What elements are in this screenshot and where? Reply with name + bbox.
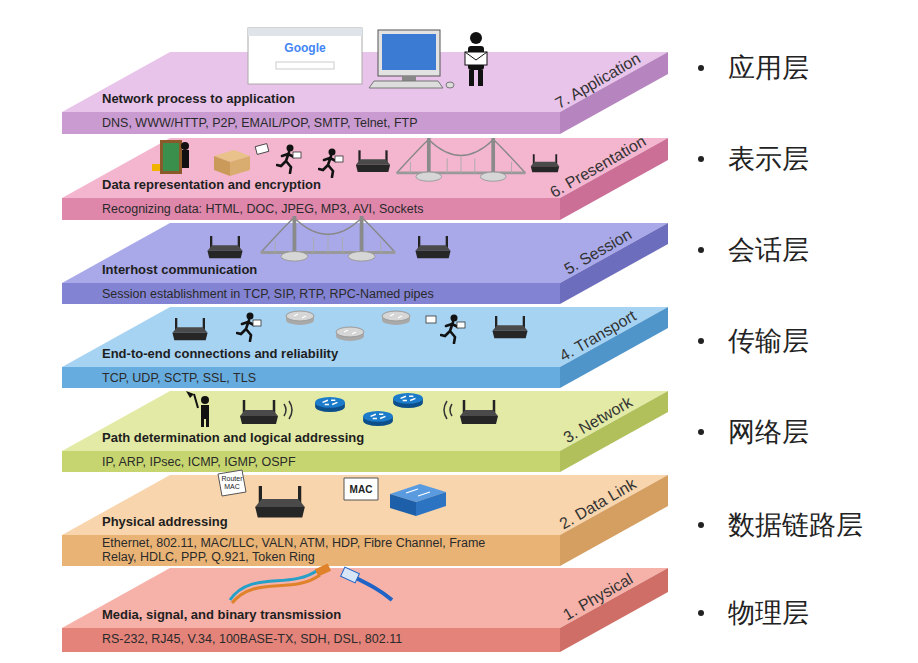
layer-name-cn: 表示层 [728, 141, 809, 177]
computer [369, 81, 443, 88]
router-disk [336, 327, 364, 341]
router-disk [363, 411, 393, 426]
slab-front [62, 112, 560, 134]
bullet [698, 429, 704, 435]
mac-tag [218, 470, 246, 496]
router-disk [382, 311, 410, 325]
layer-name-cn: 物理层 [728, 595, 809, 631]
layer-heading: Network process to application [102, 91, 295, 106]
envelope [426, 316, 436, 323]
layer-name-cn: 应用层 [728, 50, 809, 86]
layer-heading: End-to-end connections and reliability [102, 346, 338, 361]
slab-front [62, 535, 560, 566]
router-disk [393, 393, 423, 408]
door-lock [152, 164, 160, 171]
layer-slab: 6. PresentationData representation and e… [62, 138, 668, 220]
tag-label: Router MAC [218, 475, 246, 491]
slab-front [62, 628, 560, 652]
computer [446, 82, 454, 88]
router-disk [286, 311, 314, 325]
slab-top [62, 307, 668, 367]
person [478, 70, 483, 86]
tag-label: MAC [350, 484, 373, 495]
layer-name-cn: 传输层 [728, 323, 809, 359]
slab-side [560, 223, 668, 304]
browser-window [248, 28, 362, 36]
person [465, 52, 487, 65]
layer-heading: Interhost communication [102, 262, 257, 277]
layer-slab: 4. TransportEnd-to-end connections and r… [62, 307, 668, 388]
slab-top [62, 475, 668, 535]
slab-front [62, 367, 560, 388]
layer-name-cn: 数据链路层 [728, 507, 863, 543]
layer-name-cn: 网络层 [728, 414, 809, 450]
protocol-list: Recognizing data: HTML, DOC, JPEG, MP3, … [102, 202, 423, 216]
bullet [698, 338, 704, 344]
slab-front [62, 198, 560, 220]
slab-top [62, 391, 668, 451]
bullet [698, 156, 704, 162]
router-disk [315, 397, 345, 412]
protocol-list: Session establishment in TCP, SIP, RTP, … [102, 287, 434, 301]
layer-heading: Path determination and logical addressin… [102, 430, 364, 445]
door-lock [181, 142, 189, 150]
mac-tag [344, 478, 378, 500]
computer [378, 30, 440, 76]
protocol-list: Ethernet, 802.11, MAC/LLC, VALN, ATM, HD… [102, 536, 494, 564]
layer-slab: 3. NetworkPath determination and logical… [62, 391, 668, 472]
signal-person [201, 405, 209, 419]
computer [382, 34, 436, 70]
door-lock [160, 140, 182, 174]
slab-top [62, 223, 668, 283]
computer [402, 76, 416, 81]
layer-heading: Media, signal, and binary transmission [102, 607, 341, 622]
switch [406, 489, 430, 496]
layer-heading: Physical addressing [102, 514, 228, 529]
signal-person [201, 396, 209, 404]
person [470, 32, 482, 44]
door-lock [163, 143, 179, 171]
bullet [698, 65, 704, 71]
browser-window [248, 28, 362, 84]
signal-person [201, 419, 204, 427]
layer-heading: Data representation and encryption [102, 177, 321, 192]
protocol-list: RS-232, RJ45, V.34, 100BASE-TX, SDH, DSL… [102, 632, 402, 646]
protocol-list: IP, ARP, IPsec, ICMP, IGMP, OSPF [102, 455, 296, 469]
bullet [698, 65, 704, 616]
layer-slab: 5. SessionInterhost communicationSession… [62, 223, 668, 304]
slab-front [62, 283, 560, 304]
person [465, 52, 487, 60]
logo-text: Google [284, 41, 325, 55]
slab-top [62, 568, 668, 628]
layer-name-cn: 会话层 [728, 232, 809, 268]
protocol-list: DNS, WWW/HTTP, P2P, EMAIL/POP, SMTP, Tel… [102, 116, 418, 130]
bullet [698, 522, 704, 528]
slab-side [560, 568, 668, 652]
person [469, 70, 474, 86]
slab-side [560, 391, 668, 472]
protocol-list: TCP, UDP, SCTP, SSL, TLS [102, 371, 256, 385]
browser-window [276, 62, 334, 69]
bullet [698, 247, 704, 253]
layer-slab: 7. ApplicationNetwork process to applica… [62, 52, 668, 134]
slab-front [62, 451, 560, 472]
signal-person [206, 419, 209, 427]
browser-window [248, 28, 362, 84]
bullet [698, 610, 704, 616]
door-lock [182, 150, 189, 168]
